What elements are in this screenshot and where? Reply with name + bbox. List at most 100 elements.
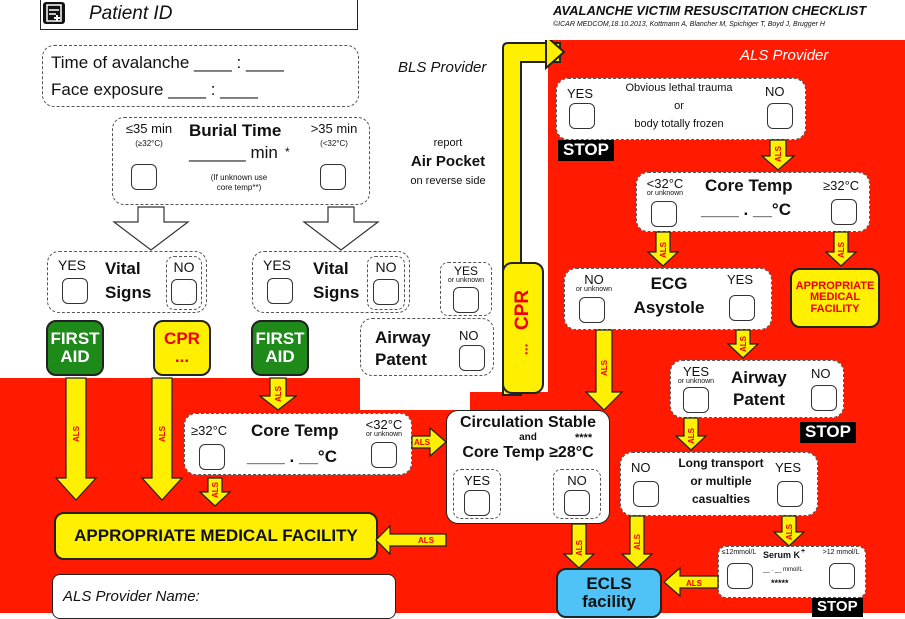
airway-bls-line1: Airway	[375, 328, 431, 347]
vital-no-left-checkbox[interactable]	[171, 279, 197, 305]
vital-label-right: Vital	[313, 259, 349, 278]
ecg-no: NO	[584, 272, 604, 287]
airway-bls-yes-group: YES or unknown	[440, 262, 492, 316]
serum-right: >12 mmol/L	[822, 549, 860, 556]
core-als-left: <32°C	[646, 176, 684, 191]
ecg-yes: YES	[727, 272, 754, 287]
serum-stars: *****	[771, 578, 789, 588]
als-arrow-core-als-right	[824, 231, 858, 267]
trauma-yes-checkbox[interactable]	[569, 103, 595, 129]
burial-note-1: (If unknown use	[210, 173, 268, 182]
circulation-yes-checkbox[interactable]	[464, 490, 490, 516]
circulation-no-checkbox[interactable]	[564, 490, 590, 516]
vital-yes-right: YES	[263, 257, 292, 273]
trauma-no-checkbox[interactable]	[767, 103, 793, 129]
als-arrow-transport-yes	[772, 515, 806, 547]
ecg-no-checkbox[interactable]	[579, 297, 605, 323]
reverse-side-label: on reverse side	[410, 175, 486, 187]
als-text-4: ALS	[211, 481, 220, 498]
vital-no-right-checkbox[interactable]	[373, 279, 399, 305]
airway-als-no-checkbox[interactable]	[811, 385, 837, 411]
transport-no-checkbox[interactable]	[633, 481, 659, 507]
transport-box: NO Long transport or multiple casualties…	[620, 452, 818, 516]
als-text-11: ALS	[739, 335, 748, 352]
air-pocket-label: Air Pocket	[410, 153, 486, 170]
patient-id-box[interactable]: Patient ID	[40, 0, 358, 30]
core-bls-left: ≥32°C	[191, 423, 228, 438]
airway-als-line1: Airway	[731, 368, 787, 387]
core-bls-left-checkbox[interactable]	[199, 444, 225, 470]
airway-bls-yes-checkbox[interactable]	[453, 287, 479, 313]
airway-bls-no-checkbox[interactable]	[459, 345, 485, 371]
core-temp-als-box: <32°C or unknown Core Temp ____ . __°C ≥…	[636, 172, 870, 232]
als-text-8: ALS	[774, 145, 783, 162]
circulation-yes: YES	[463, 473, 490, 488]
airway-bls-unknown: or unknown	[447, 277, 485, 284]
als-arrow-core-bls	[198, 477, 232, 507]
airway-als-line2: Patent	[733, 390, 785, 409]
als-text-7: ALS	[600, 359, 609, 376]
serum-blank[interactable]: __ . __ mmol/L	[763, 567, 803, 573]
ecls-line2: facility	[582, 592, 636, 611]
als-text-6: ALS	[418, 536, 435, 545]
serum-left: ≤12mmol/L	[721, 549, 757, 556]
airway-als-yes-checkbox[interactable]	[683, 387, 709, 413]
vital-yes-right-checkbox[interactable]	[267, 278, 293, 304]
als-arrow-serum-left	[663, 566, 719, 598]
als-arrow-core-als-left	[646, 231, 680, 267]
burial-blank[interactable]: ______ min	[189, 143, 278, 162]
burial-time-box: ≤35 min (≥32°C) Burial Time ______ min *…	[112, 117, 370, 205]
core-als-blank[interactable]: ____ . __°C	[701, 200, 791, 219]
trauma-text-1: Obvious lethal trauma	[625, 82, 733, 94]
first-aid-left-line1: FIRST	[50, 329, 100, 349]
als-arrow-first-aid-right	[258, 377, 298, 411]
als-provider-label: ALS Provider	[740, 47, 829, 64]
core-bls-blank[interactable]: ____ . __°C	[247, 447, 337, 466]
transport-line2: or multiple	[690, 474, 752, 488]
core-bls-right-sub: or unknown	[365, 431, 403, 438]
als-arrow-first-aid-left	[54, 377, 98, 501]
als-text-1: ALS	[72, 425, 81, 442]
transport-no: NO	[631, 460, 651, 475]
burial-star: *	[285, 145, 290, 159]
first-aid-left: FIRST AID	[46, 320, 104, 376]
core-bls-right-checkbox[interactable]	[371, 442, 397, 468]
als-name-box[interactable]: ALS Provider Name:	[52, 574, 396, 619]
vital-yes-left-checkbox[interactable]	[62, 278, 88, 304]
als-text-12: ALS	[687, 427, 696, 444]
serum-box: ≤12mmol/L Serum K + __ . __ mmol/L *****…	[718, 546, 866, 598]
transport-yes-checkbox[interactable]	[777, 481, 803, 507]
core-als-title: Core Temp	[705, 176, 793, 195]
serum-right-checkbox[interactable]	[829, 563, 855, 589]
ecg-no-sub: or unknown	[575, 286, 613, 293]
vital-no-right-group: NO	[367, 256, 405, 310]
als-text-5: ALS	[414, 438, 431, 447]
circulation-yes-group: YES	[453, 469, 501, 519]
credit-line: ©ICAR MEDCOM,18.10.2013, Kottmann A, Bla…	[553, 21, 825, 28]
time-of-avalanche[interactable]: Time of avalanche ____ : ____	[51, 53, 284, 72]
first-aid-right: FIRST AID	[251, 320, 309, 376]
burial-right-checkbox[interactable]	[320, 164, 346, 190]
burial-left-checkbox[interactable]	[131, 164, 157, 190]
core-als-left-checkbox[interactable]	[651, 201, 677, 227]
serum-left-checkbox[interactable]	[727, 563, 753, 589]
core-als-left-sub: or unknown	[646, 190, 684, 197]
stop-airway: STOP	[800, 422, 856, 443]
first-aid-right-line2: AID	[265, 347, 295, 366]
circulation-line2: Core Temp ≥28°C	[462, 444, 594, 461]
transport-line3: casualties	[691, 492, 751, 506]
face-exposure[interactable]: Face exposure ____ : ____	[51, 80, 258, 99]
ecg-box: NO or unknown ECG Asystole YES	[564, 268, 772, 330]
vital-no-left: NO	[173, 259, 195, 275]
first-aid-right-line1: FIRST	[255, 329, 305, 349]
circulation-no: NO	[567, 473, 587, 488]
appropriate-facility-large: APPROPRIATE MEDICAL FACILITY	[54, 512, 378, 560]
first-aid-left-line2: AID	[60, 347, 90, 366]
trauma-box: YES Obvious lethal trauma or body totall…	[556, 78, 806, 140]
vital-yes-left: YES	[58, 257, 87, 273]
ecg-line1: ECG	[650, 274, 688, 293]
als-arrow-cpr-left	[140, 377, 184, 501]
ecg-yes-checkbox[interactable]	[729, 295, 755, 321]
core-als-right-checkbox[interactable]	[831, 199, 857, 225]
